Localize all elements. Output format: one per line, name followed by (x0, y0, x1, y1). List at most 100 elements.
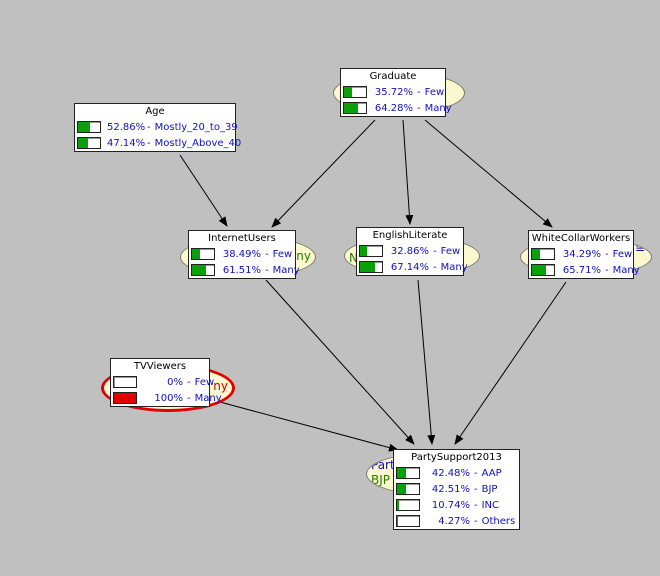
state-percent: 32.86% (390, 245, 429, 257)
belief-bar-fill (532, 265, 547, 275)
belief-bar (343, 86, 367, 98)
state-percent: 61.51% (222, 264, 261, 276)
edge-graduate-whitecollarworkers (424, 119, 553, 228)
belief-bar (191, 248, 215, 260)
state-separator: - (265, 248, 269, 260)
edge-graduate-englishliterate (402, 119, 414, 225)
state-label: Many (612, 264, 640, 276)
belief-bar-fill (192, 249, 201, 259)
state-separator: - (474, 499, 478, 511)
edge-graduate-internetusers (271, 119, 376, 228)
node-title: TVViewers (133, 361, 187, 372)
state-row[interactable]: 67.14%-Many (357, 259, 468, 275)
state-separator: - (147, 121, 151, 133)
state-row[interactable]: 52.86%-Mostly_20_to_39 (75, 119, 238, 135)
belief-bar-fill (192, 265, 206, 275)
state-label: Few (440, 245, 461, 257)
state-percent: 52.86% (107, 121, 146, 133)
state-row[interactable]: 42.48%-AAP (394, 465, 519, 481)
state-percent: 35.72% (374, 86, 413, 98)
state-row[interactable]: 35.72%-Few (341, 84, 445, 100)
belief-bar (396, 515, 420, 527)
state-row[interactable]: 42.51%-BJP (394, 481, 519, 497)
state-separator: - (433, 261, 437, 273)
belief-bar (77, 137, 101, 149)
state-percent: 38.49% (222, 248, 261, 260)
state-label: Few (424, 86, 445, 98)
belief-bar (77, 121, 101, 133)
state-label: BJP (481, 483, 498, 495)
state-row[interactable]: 61.51%-Many (189, 262, 300, 278)
belief-bar (531, 248, 555, 260)
state-row[interactable]: 100%-Many (111, 390, 222, 406)
state-label: Many (424, 102, 452, 114)
state-separator: - (474, 515, 478, 527)
state-percent: 42.51% (431, 483, 470, 495)
state-label: Many (272, 264, 300, 276)
whitecollarworkers-ellipse-text: ≡ (634, 241, 645, 255)
state-label: INC (481, 499, 500, 511)
state-separator: - (265, 264, 269, 276)
state-separator: - (417, 102, 421, 114)
englishliterate-ellipse-text: N (349, 251, 358, 265)
node-title: EnglishLiterate (372, 230, 448, 241)
state-row[interactable]: 65.71%-Many (529, 262, 640, 278)
state-percent: 34.29% (562, 248, 601, 260)
belief-bar (396, 499, 420, 511)
belief-bar (113, 376, 137, 388)
state-percent: 67.14% (390, 261, 429, 273)
edge-tvviewers-partysupport (219, 401, 399, 452)
internetusers-ellipse-text: ny (296, 249, 311, 263)
state-separator: - (433, 245, 437, 257)
belief-bar-fill (344, 87, 352, 97)
state-row[interactable]: 64.28%-Many (341, 100, 452, 116)
edge-age-internetusers (179, 154, 228, 227)
state-percent: 100% (154, 392, 183, 404)
belief-bar (113, 392, 137, 404)
state-label: Few (194, 376, 215, 388)
belief-bar (396, 483, 420, 495)
state-row[interactable]: 4.27%-Others (394, 513, 519, 529)
belief-bar-fill (360, 262, 375, 272)
belief-bar-fill (397, 516, 398, 526)
belief-bar (396, 467, 420, 479)
belief-bar-fill (78, 122, 90, 132)
belief-bar (359, 261, 383, 273)
state-label: Others (481, 515, 516, 527)
state-label: Few (612, 248, 633, 260)
state-label: Mostly_Above_40 (154, 137, 242, 149)
belief-bar-fill (78, 138, 89, 148)
state-row[interactable]: 34.29%-Few (529, 246, 633, 262)
edge-whitecollarworkers-partysupport (454, 281, 567, 445)
state-row[interactable]: 10.74%-INC (394, 497, 519, 513)
belief-bar (343, 102, 367, 114)
state-row[interactable]: 38.49%-Few (189, 246, 295, 262)
state-separator: - (605, 248, 609, 260)
state-label: Few (272, 248, 293, 260)
state-row[interactable]: 47.14%-Mostly_Above_40 (75, 135, 241, 151)
edge-englishliterate-partysupport (417, 279, 436, 445)
state-separator: - (605, 264, 609, 276)
state-percent: 47.14% (107, 137, 146, 149)
state-percent: 10.74% (431, 499, 470, 511)
belief-bar-fill (114, 393, 136, 403)
state-row[interactable]: 0%-Few (111, 374, 214, 390)
belief-bar-fill (360, 246, 368, 256)
belief-bar (359, 245, 383, 257)
state-separator: - (474, 483, 478, 495)
state-separator: - (187, 392, 191, 404)
state-separator: - (474, 467, 478, 479)
tvviewers-ellipse-text: ny (213, 379, 228, 393)
node-title: PartySupport2013 (411, 452, 502, 463)
state-row[interactable]: 32.86%-Few (357, 243, 463, 259)
state-percent: 65.71% (562, 264, 601, 276)
